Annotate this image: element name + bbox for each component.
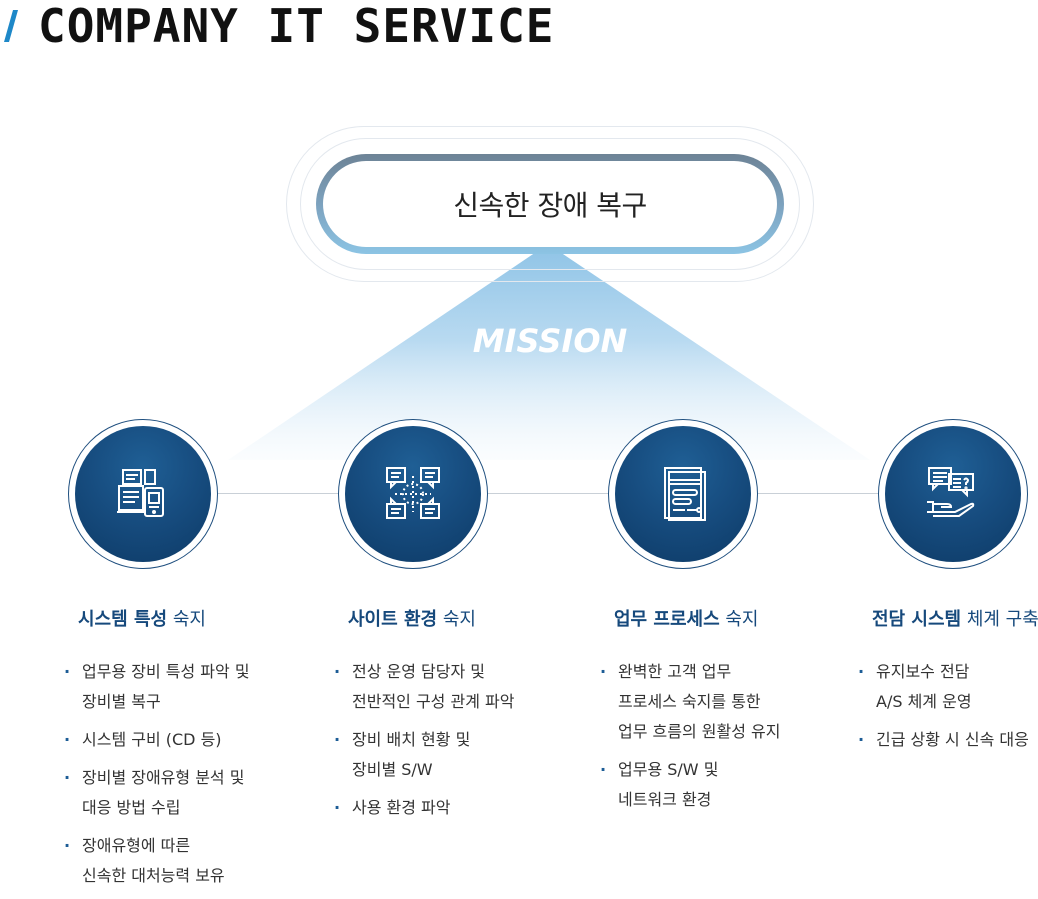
column-title: 업무 프로세스 숙지	[614, 609, 759, 630]
network-chat-icon	[386, 467, 440, 519]
mission-goal-text: 신속한 장애 복구	[453, 189, 647, 222]
feature-circle-2	[338, 419, 488, 569]
feature-circle-4	[878, 419, 1028, 569]
list-item: ·사용 환경 파악	[334, 798, 451, 817]
connector-line	[218, 493, 340, 494]
connector-line	[758, 493, 880, 494]
list-item: ·시스템 구비 (CD 등)	[64, 730, 222, 749]
document-process-icon	[664, 467, 706, 521]
mission-goal-capsule: 신속한 장애 복구	[316, 154, 784, 254]
support-hand-icon	[927, 467, 975, 517]
column-title: 시스템 특성 숙지	[78, 609, 206, 630]
title-slash-mark	[4, 10, 18, 42]
mission-label: MISSION	[472, 322, 628, 360]
page-title: COMPANY IT SERVICE	[38, 0, 555, 53]
feature-circle-1	[68, 419, 218, 569]
list-item: ·긴급 상황 시 신속 대응	[858, 730, 1029, 749]
column-title: 사이트 환경 숙지	[348, 609, 476, 630]
feature-circle-3	[608, 419, 758, 569]
capsule-outer-ring	[286, 126, 814, 282]
devices-icon	[117, 469, 164, 517]
column-title: 전담 시스템 체계 구축	[872, 609, 1038, 630]
capsule-middle-ring	[300, 138, 800, 270]
connector-line	[488, 493, 610, 494]
